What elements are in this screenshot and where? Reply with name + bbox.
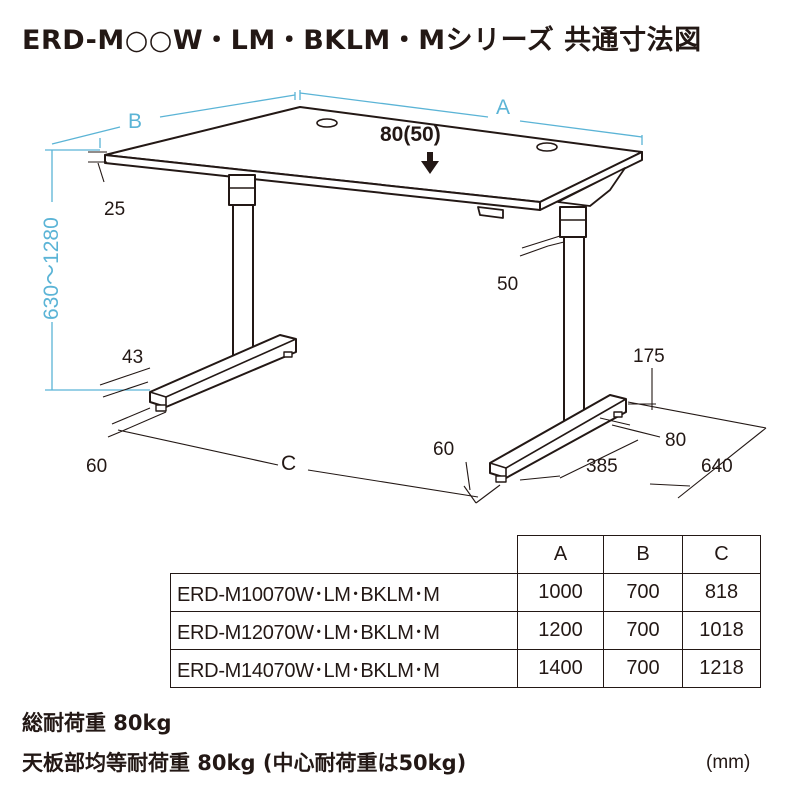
- value-c-cell: 1018: [682, 611, 761, 650]
- value-a-cell: 1200: [517, 611, 604, 650]
- control-handset: [477, 206, 504, 219]
- value-b-cell: 700: [603, 573, 683, 612]
- right-leg-upper: [559, 206, 587, 238]
- dimension-lines: [45, 90, 643, 391]
- desk-dimension-drawing: A B 630～1280 80(50) 25 50 43 60 C 60 175…: [40, 90, 767, 504]
- dim-a-label: A: [496, 96, 510, 119]
- value-c-cell: 1218: [682, 649, 761, 688]
- left-leg-upper: [228, 174, 256, 206]
- cable-hole-left: [316, 118, 338, 128]
- col-header-a: A: [517, 535, 604, 574]
- desk-outline: [104, 106, 643, 483]
- desktop-right-edge: [539, 151, 643, 211]
- value-a-cell: 1400: [517, 649, 604, 688]
- value-c-cell: 818: [682, 573, 761, 612]
- distributed-load-note: 天板部均等耐荷重 80kg (中心耐荷重は50kg): [22, 751, 467, 775]
- left-leg-lower: [232, 204, 254, 361]
- size-table-header: A B C: [170, 535, 761, 574]
- dim-column-depth: 50: [497, 274, 518, 295]
- dim-c-label: C: [281, 452, 296, 475]
- dim-foot-length: 640: [701, 456, 733, 477]
- dim-foot-width-left: 60: [86, 456, 107, 477]
- dim-foot-height: 43: [122, 347, 143, 368]
- dim-height-label: 630～1280: [40, 217, 63, 320]
- table-row: ERD-M12070W･LM･BKLM･M 1200 700 1018: [170, 611, 761, 650]
- right-frame-beam: [557, 167, 626, 207]
- cable-hole-right: [536, 142, 558, 152]
- col-header-b: B: [603, 535, 683, 574]
- dim-foot-tip: 80: [665, 430, 686, 451]
- right-leg-lower: [563, 236, 585, 428]
- load-arrow-icon: [421, 152, 439, 174]
- col-header-c: C: [682, 535, 761, 574]
- table-row: ERD-M10070W･LM･BKLM･M 1000 700 818: [170, 573, 761, 612]
- total-load-note: 総耐荷重 80kg: [22, 711, 172, 735]
- model-cell: ERD-M14070W･LM･BKLM･M: [170, 649, 518, 688]
- page-title: ERD-M○○W・LM・BKLM・Mシリーズ 共通寸法図: [22, 25, 702, 56]
- size-table: A B C ERD-M10070W･LM･BKLM･M 1000 700 818…: [170, 535, 761, 688]
- value-b-cell: 700: [603, 649, 683, 688]
- dim-foot-span: 385: [586, 456, 618, 477]
- load-label: 80(50): [380, 123, 441, 146]
- unit-label: (mm): [706, 752, 751, 773]
- dim-b-label: B: [128, 110, 142, 133]
- dim-top-thickness: 25: [104, 199, 125, 220]
- model-cell: ERD-M12070W･LM･BKLM･M: [170, 611, 518, 650]
- dim-foot-offset: 175: [633, 346, 665, 367]
- left-foot-pad-front: [155, 404, 167, 412]
- right-foot-pad-back: [613, 411, 623, 418]
- table-corner: [170, 535, 518, 574]
- dim-foot-width-right: 60: [433, 439, 454, 460]
- right-foot-pad-front: [495, 475, 507, 483]
- value-a-cell: 1000: [517, 573, 604, 612]
- detail-dimension-lines: [88, 151, 767, 504]
- model-cell: ERD-M10070W･LM･BKLM･M: [170, 573, 518, 612]
- left-foot-pad-back: [283, 351, 293, 358]
- value-b-cell: 700: [603, 611, 683, 650]
- table-row: ERD-M14070W･LM･BKLM･M 1400 700 1218: [170, 649, 761, 688]
